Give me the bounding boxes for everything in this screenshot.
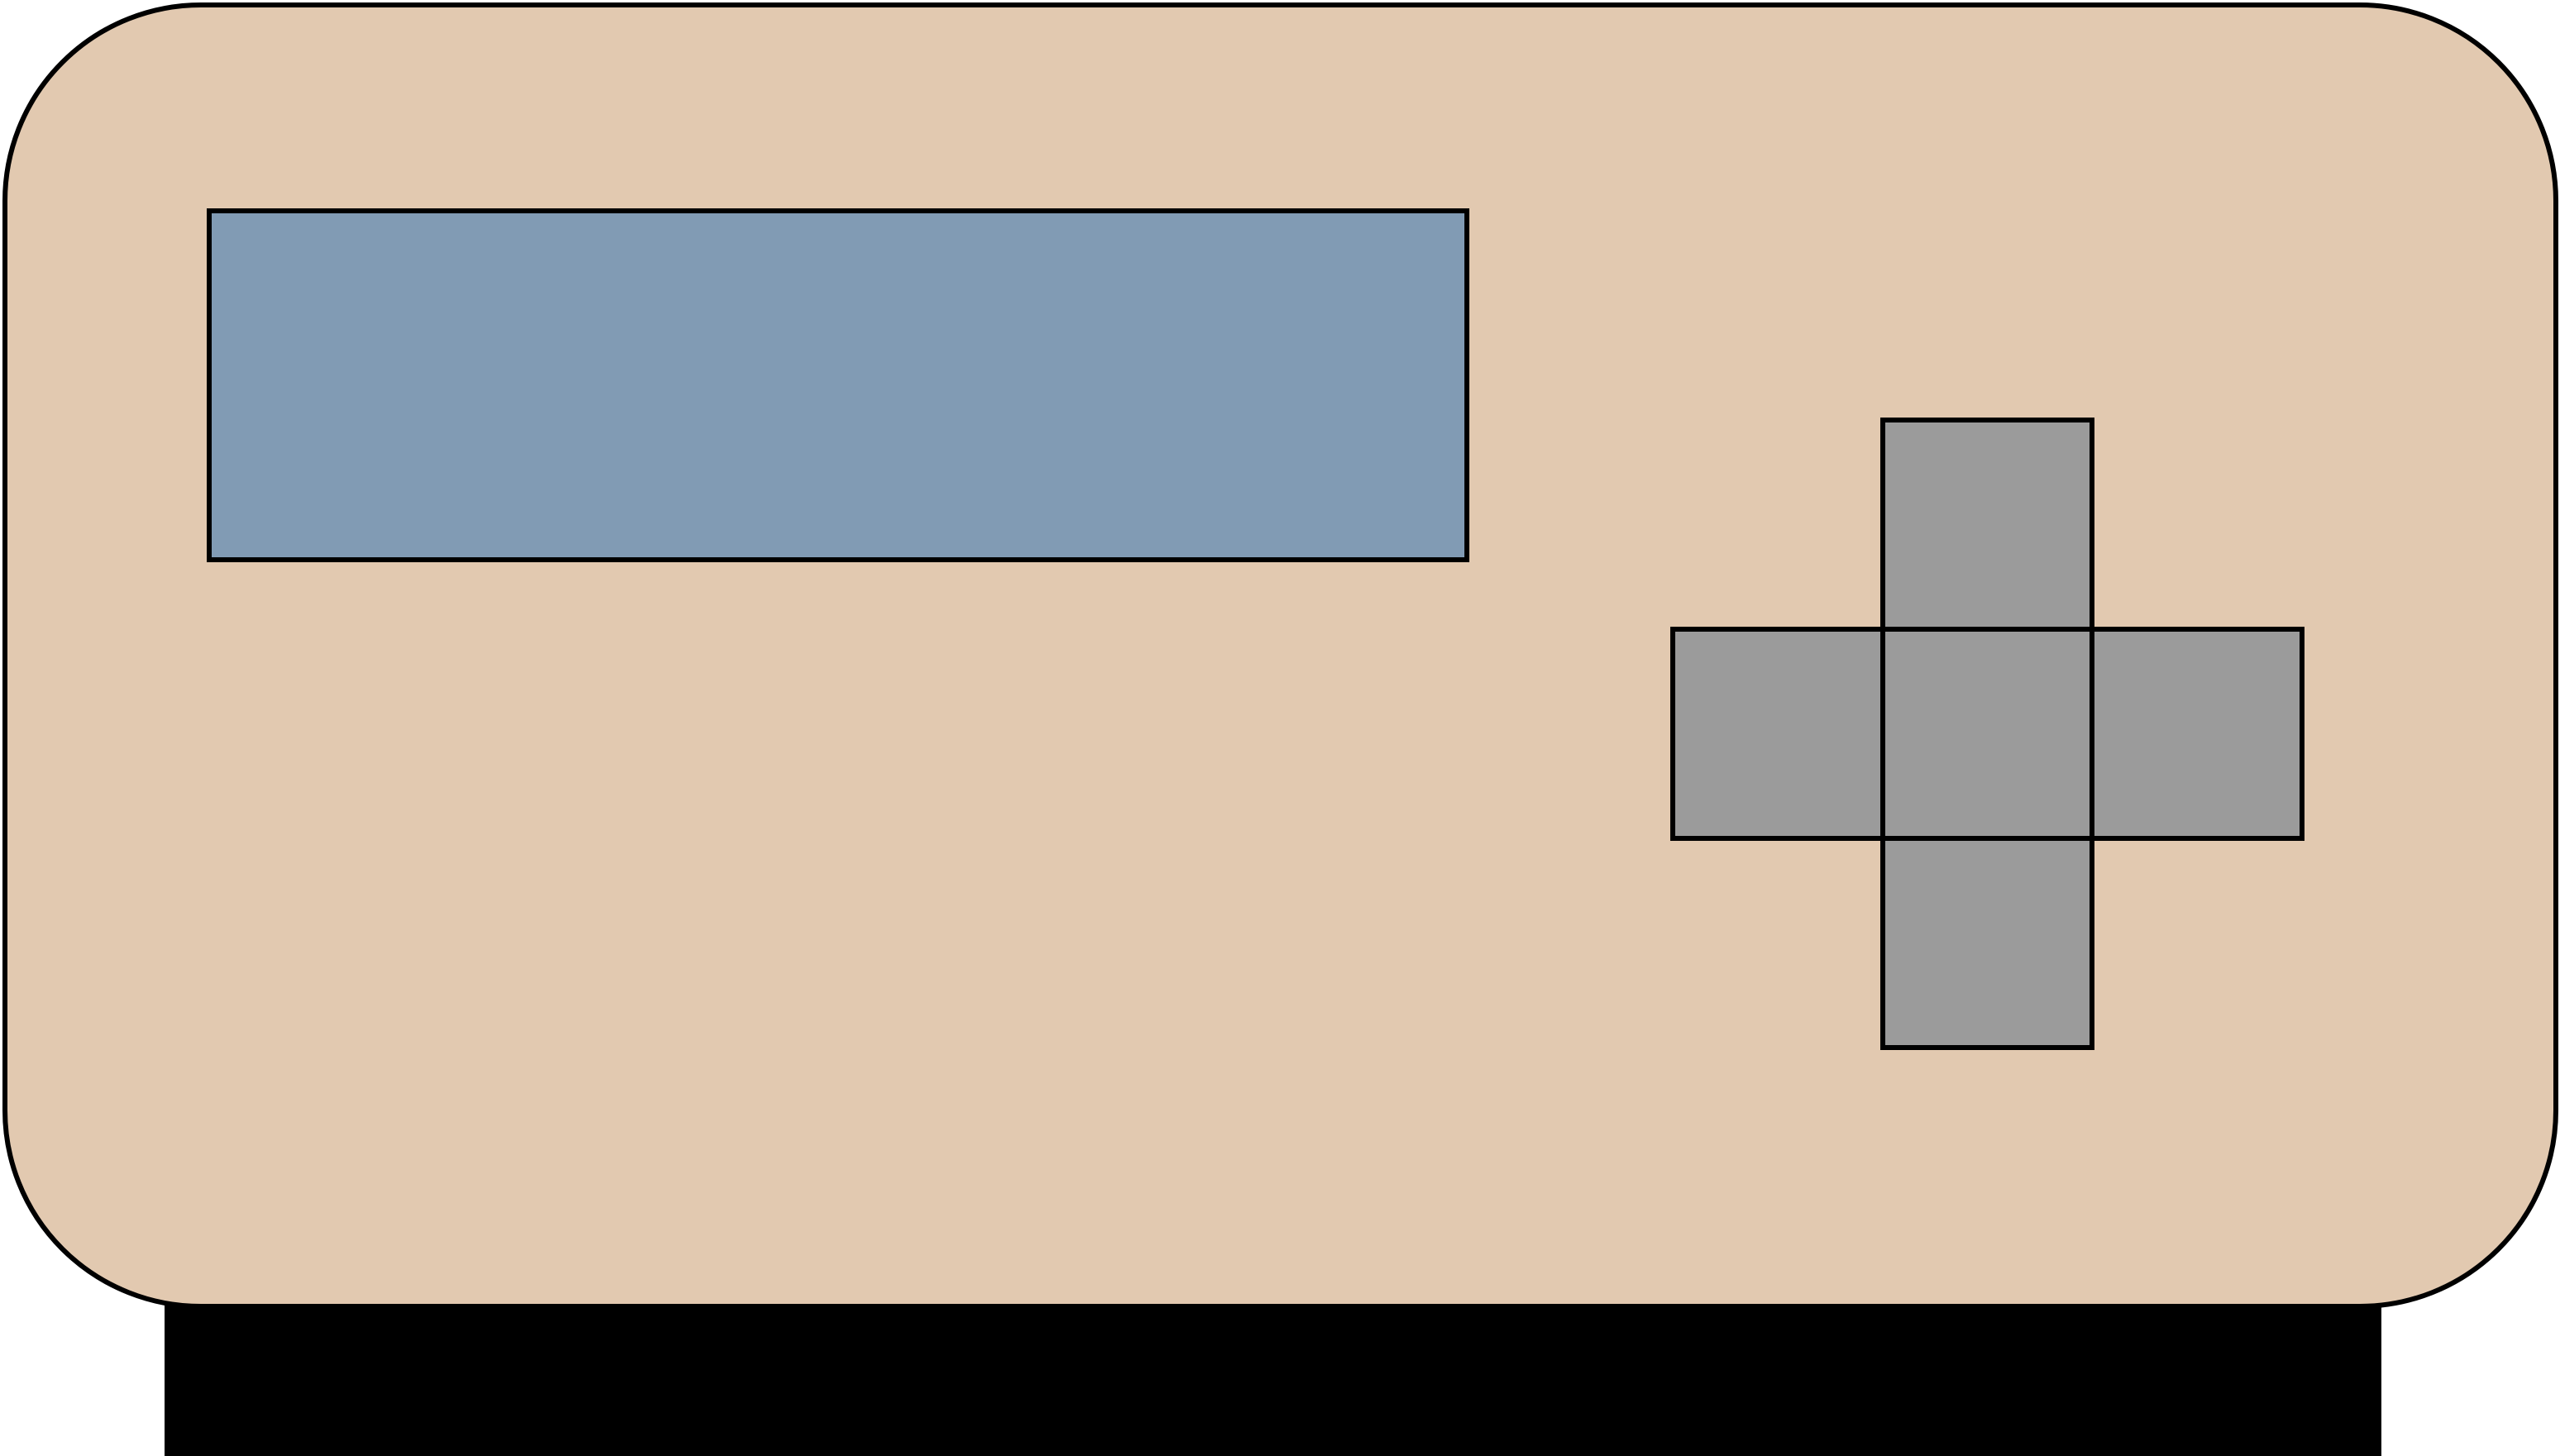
dpad-center-button[interactable] (1880, 627, 2094, 841)
device-screen (207, 208, 1469, 562)
dpad[interactable] (1670, 418, 2304, 1050)
dpad-left-button[interactable] (1670, 627, 1885, 841)
dpad-up-button[interactable] (1880, 418, 2094, 632)
device-base (165, 1290, 2381, 1456)
dpad-right-button[interactable] (2090, 627, 2304, 841)
dpad-down-button[interactable] (1880, 836, 2094, 1050)
